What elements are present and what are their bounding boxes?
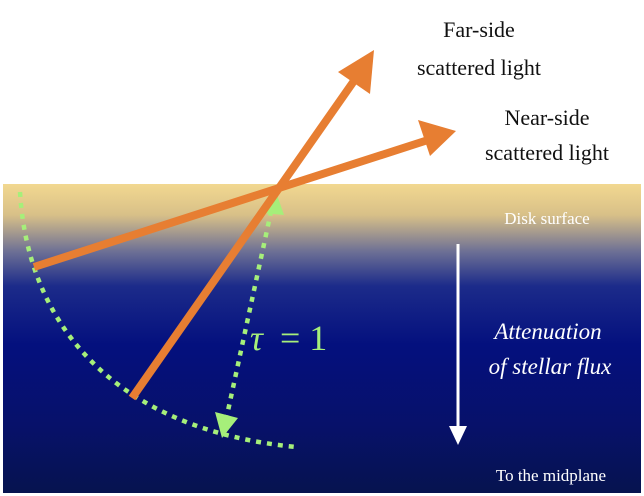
tau-symbol: τ (250, 318, 264, 358)
near-side-label-line2: scattered light (485, 140, 609, 165)
far-side-ray (128, 75, 360, 401)
midplane-label: To the midplane (496, 466, 606, 485)
near-side-arrowhead-icon (418, 120, 456, 156)
tau-arrowhead-down-icon (215, 412, 238, 438)
far-side-arrowhead-icon (338, 50, 374, 94)
tau-arc (17, 191, 297, 450)
disk-surface-label: Disk surface (504, 209, 589, 228)
attenuation-arrowhead-icon (449, 426, 467, 445)
tau-radius-line (223, 206, 275, 421)
near-side-label-line1: Near-side (504, 105, 589, 130)
far-side-label-line2: scattered light (417, 55, 541, 80)
attenuation-label-line2: of stellar flux (489, 354, 612, 379)
tau-equals-one: = 1 (280, 318, 327, 358)
attenuation-label-line1: Attenuation (492, 319, 601, 344)
far-side-label-line1: Far-side (443, 17, 515, 42)
near-side-ray (32, 136, 430, 271)
disk-body (3, 184, 641, 493)
